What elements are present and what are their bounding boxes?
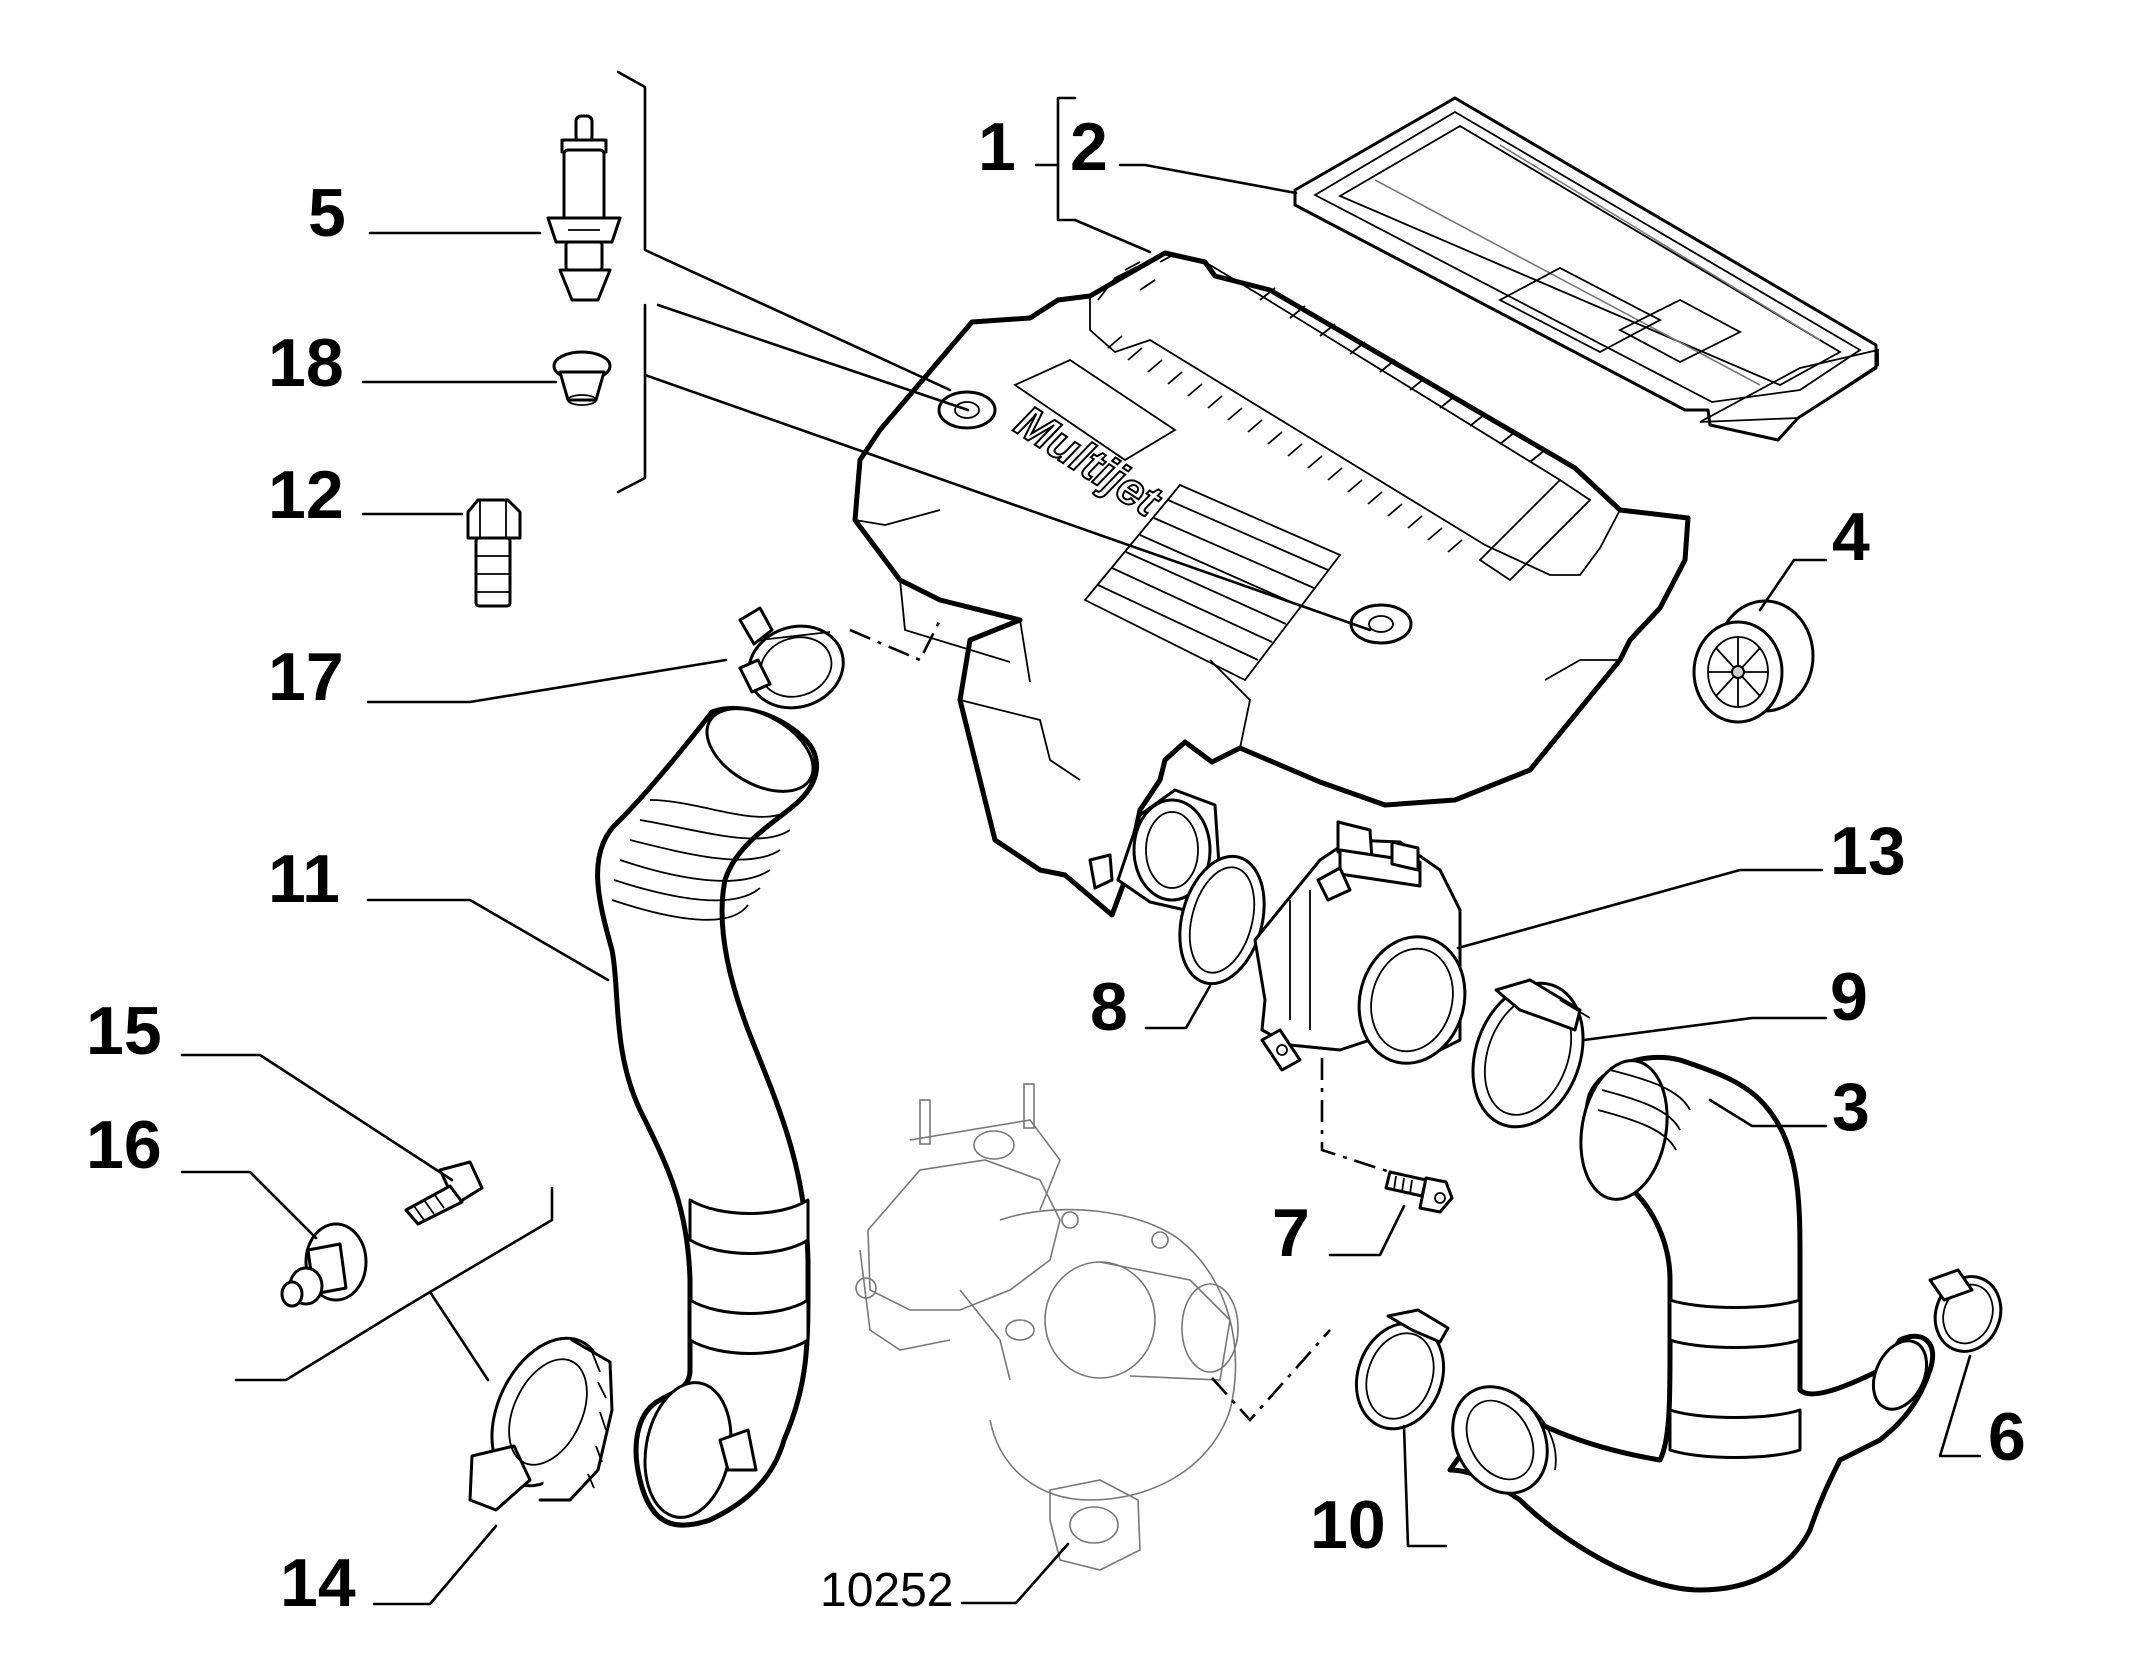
grommet-part-4: [1692, 599, 1815, 724]
turbocharger-assembly: [855, 1083, 1239, 1571]
callout-1: 1: [978, 109, 1016, 185]
callout-8: 8: [1090, 969, 1128, 1045]
intake-hose-part-11: [595, 705, 820, 1528]
callout-17: 17: [268, 639, 344, 715]
leader-lines: [180, 70, 1982, 1606]
reference-number: 10252: [820, 1564, 953, 1617]
callout-7: 7: [1272, 1195, 1310, 1271]
stud-pin-part-5: [546, 114, 622, 302]
cap-part-18: [552, 350, 612, 406]
callout-12: 12: [268, 457, 344, 533]
bolt-part-12: [466, 498, 522, 608]
hose-clamp-part-17: [738, 606, 845, 710]
air-filter-element: [1293, 96, 1879, 442]
inlet-duct-part-3: [1447, 1054, 1936, 1593]
callout-10: 10: [1310, 1487, 1386, 1563]
fastener-part-16: [280, 1222, 368, 1308]
engine-cover-air-box: Multijet: [852, 250, 1691, 918]
small-clamp-part-6: [1928, 1268, 2003, 1353]
callout-16: 16: [86, 1107, 162, 1183]
air-flow-meter-part-13: [1253, 820, 1467, 1072]
resonator-part-14: [468, 1336, 614, 1512]
callout-6: 6: [1988, 1399, 2026, 1475]
gasket-part-8: [1178, 854, 1266, 986]
bolt-part-7: [1384, 1170, 1454, 1214]
screw-part-15: [404, 1160, 484, 1226]
callout-18: 18: [268, 325, 344, 401]
callout-2: 2: [1070, 109, 1108, 185]
callout-labels: 1 2 3 4 5 6 7 8 9 10 11 12 13 14 15 16 1…: [86, 109, 2026, 1621]
callout-13: 13: [1830, 813, 1906, 889]
callout-9: 9: [1830, 959, 1868, 1035]
callout-14: 14: [280, 1545, 356, 1621]
callout-3: 3: [1832, 1069, 1870, 1145]
hose-clamp-part-9: [1471, 978, 1591, 1129]
callout-15: 15: [86, 993, 162, 1069]
hose-clamp-part-10: [1354, 1308, 1450, 1431]
callout-4: 4: [1832, 499, 1870, 575]
callout-11: 11: [268, 841, 340, 917]
callout-5: 5: [308, 175, 346, 251]
